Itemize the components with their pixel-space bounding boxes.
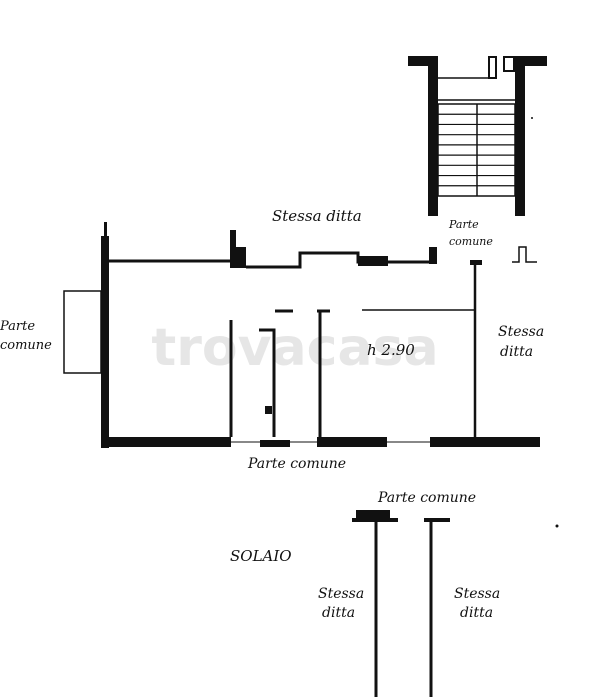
label-stessa-ditta-top: Stessa ditta [272, 207, 362, 225]
label-stessa-ditta-solaio-left-line1: Stessa [318, 586, 364, 602]
label-parte-comune-stair-line2: comune [449, 235, 493, 248]
watermark: trovacasa [151, 318, 438, 378]
label-room-height: h 2.90 [367, 341, 415, 359]
label-solaio: SOLAIO [230, 547, 292, 565]
label-parte-comune-solaio: Parte comune [377, 490, 476, 506]
dot-mark [531, 117, 533, 119]
label-parte-comune-stair-line1: Parte [448, 218, 479, 231]
label-stessa-ditta-solaio-right-line1: Stessa [454, 586, 500, 602]
label-parte-comune-bottom: Parte comune [247, 456, 346, 472]
solaio-walls [352, 510, 450, 697]
label-stessa-ditta-solaio-left-line2: ditta [322, 605, 355, 621]
staircase [408, 56, 547, 216]
stair-steps [438, 113, 515, 187]
label-parte-comune-left-line2: comune [0, 338, 52, 353]
label-stessa-ditta-right-line1: Stessa [498, 324, 544, 340]
stair-symbol-icon [512, 246, 537, 263]
apartment-walls [63, 222, 540, 448]
label-stessa-ditta-right-line2: ditta [500, 344, 533, 360]
dot-mark [555, 524, 559, 528]
label-parte-comune-left-line1: Parte [0, 319, 35, 334]
label-stessa-ditta-solaio-right-line2: ditta [460, 605, 493, 621]
